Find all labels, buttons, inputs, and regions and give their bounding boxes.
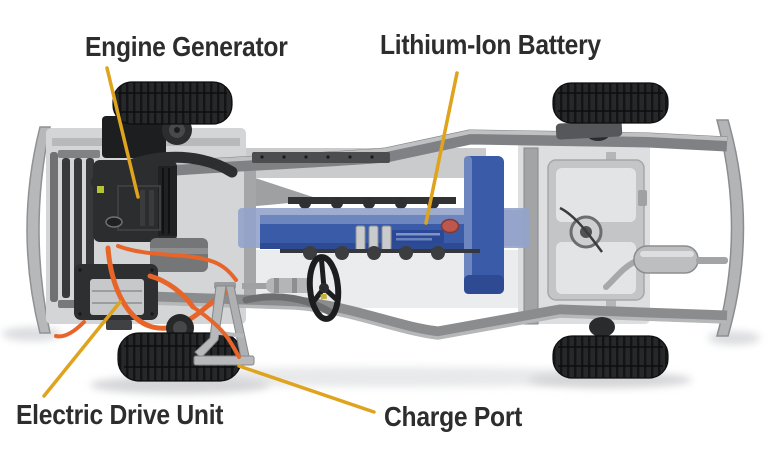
callout-line-electric-drive-unit <box>42 300 122 398</box>
label-charge-port: Charge Port <box>384 401 523 432</box>
charge-port-bracket <box>191 282 255 366</box>
steering-column <box>266 278 312 293</box>
exhaust-system <box>603 245 728 290</box>
tire-rear-bottom <box>552 317 669 379</box>
rear-bumper <box>716 119 745 337</box>
tire-front-top <box>112 81 233 145</box>
tire-front-bottom <box>117 314 242 382</box>
tailpipe <box>696 257 728 264</box>
label-lithium-ion-battery: Lithium-Ion Battery <box>380 29 601 60</box>
steering-assembly <box>242 254 342 322</box>
label-engine-generator: Engine Generator <box>85 31 288 62</box>
front-bumper <box>26 126 51 334</box>
callout-lines <box>42 66 459 414</box>
engine-airbox <box>102 116 166 158</box>
label-electric-drive-unit: Electric Drive Unit <box>16 399 224 430</box>
steering-wheel <box>306 254 342 322</box>
battery-emblem <box>440 218 460 234</box>
exhaust-pipe <box>603 258 639 290</box>
tire-rear-top <box>552 82 669 141</box>
engine-generator-unit <box>90 108 238 272</box>
battery-cross-module <box>464 156 504 294</box>
callout-line-charge-port <box>237 364 376 414</box>
muffler <box>633 245 699 274</box>
fuel-tank-bay <box>547 159 647 301</box>
callout-line-lithium-ion-battery <box>424 71 459 225</box>
battery-connector-straps <box>355 225 392 253</box>
lithium-ion-battery-pack <box>238 156 530 294</box>
battery-label-strip <box>392 230 444 243</box>
callout-line-engine-generator <box>105 66 140 199</box>
